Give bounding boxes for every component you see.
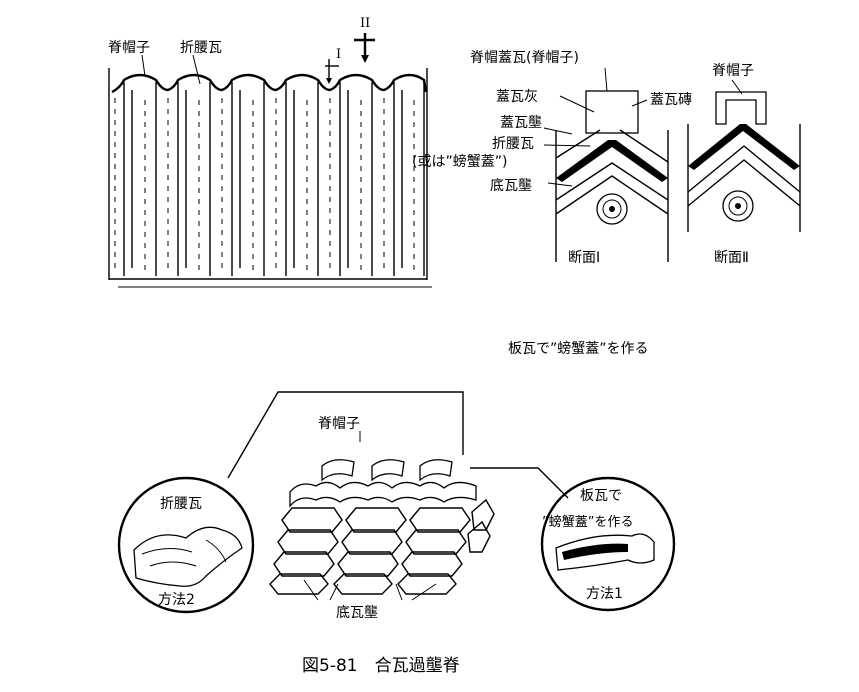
- section-2-cover-tiles: [688, 124, 800, 170]
- section-mark-2-label: II: [360, 16, 370, 31]
- section-1-leaders: [543, 67, 648, 187]
- elevation-view: 脊帽子 折腰瓦 I II: [108, 16, 432, 288]
- method-1-label-line1: 板瓦で: [580, 488, 622, 504]
- leader-ridge-cap: [141, 54, 146, 77]
- section-1-label-lime: 蓋瓦灰: [496, 89, 538, 105]
- section-1-label-or-pangxie: (或は”螃蟹蓋”): [412, 153, 507, 170]
- section-2-roof-lines: [687, 145, 801, 207]
- elevation-ridge-profile: [111, 73, 428, 94]
- callout-line-left: [227, 391, 464, 479]
- method-1-label-line2: ”螃蟹蓋”を作る: [542, 514, 633, 530]
- section-1-label-cover-brick: 蓋瓦磚: [650, 92, 692, 108]
- callout-line-right: [470, 467, 569, 499]
- method-2-label: 方法2: [158, 592, 195, 608]
- section-1-label-folded-tile: 折腰瓦: [492, 136, 534, 152]
- section-2-purlin: [722, 190, 754, 222]
- elevation-label-ridge-cap: 脊帽子: [108, 40, 150, 56]
- folded-tile-row: [289, 481, 477, 508]
- elevation-cover-ridges: [123, 82, 425, 276]
- section-1-title: 断面Ⅰ: [568, 250, 600, 266]
- tile-courses: [269, 498, 495, 595]
- perspective-label-ridge-cap: 脊帽子: [318, 416, 360, 432]
- bottom-ridge-leaders: [303, 579, 437, 601]
- section-1-label-cap-tile: 脊帽蓋瓦(脊帽子): [470, 50, 579, 66]
- section-2-label-ridge-cap: 脊帽子: [712, 63, 754, 79]
- section-2-drawing: 脊帽子 断面Ⅱ: [687, 63, 801, 266]
- perspective-label-bottom-ridge: 底瓦壟: [336, 605, 378, 621]
- section-2-leader-cap: [731, 79, 743, 95]
- note-pangxie: 板瓦で”螃蟹蓋”を作る: [508, 340, 649, 357]
- leader-folded-tile: [192, 54, 201, 85]
- figure-caption: 図5-81 合瓦過壟脊: [302, 656, 460, 676]
- elevation-label-folded-tile: 折腰瓦: [180, 40, 222, 56]
- method-1-label: 方法1: [586, 586, 623, 602]
- section-marker-1: I: [325, 47, 341, 84]
- method-1-detail: 板瓦で ”螃蟹蓋”を作る 方法1: [540, 476, 676, 612]
- section-1-label-cover-ridge: 蓋瓦壟: [500, 115, 542, 131]
- elevation-tile-dashes: [114, 98, 415, 272]
- section-1-drawing: 脊帽蓋瓦(脊帽子) 蓋瓦灰 蓋瓦壟 折腰瓦 (或は”螃蟹蓋”) 底瓦壟 蓋瓦磚 …: [412, 50, 692, 266]
- section-1-label-bottom-ridge: 底瓦壟: [490, 178, 532, 194]
- section-1-cover-tiles: [556, 140, 668, 182]
- section-mark-1-label: I: [336, 47, 341, 62]
- method-2-detail: 折腰瓦 方法2: [117, 476, 255, 614]
- section-2-title: 断面Ⅱ: [714, 250, 749, 266]
- method-2-label-folded-tile: 折腰瓦: [160, 496, 202, 512]
- section-1-cap-tile: [585, 90, 639, 134]
- section-marker-2: II: [354, 16, 375, 63]
- section-2-cap: [715, 91, 767, 125]
- section-1-purlin: [596, 193, 628, 225]
- perspective-view: 脊帽子 底瓦壟 折腰瓦 方法2 板瓦で ”螃蟹蓋”を作る 方法1: [117, 391, 676, 621]
- ridge-cap-tiles: [321, 459, 453, 482]
- section-1-roof-lines: [555, 129, 669, 215]
